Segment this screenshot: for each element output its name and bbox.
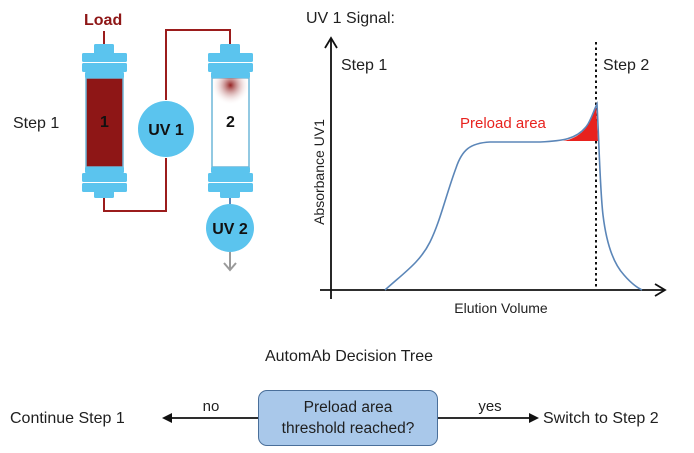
uv1-detector: UV 1 [138, 101, 194, 157]
column-2-top-fitting [208, 44, 253, 78]
column-1: 1 [82, 44, 127, 198]
x-axis-arrow-icon [654, 283, 667, 297]
yes-label: yes [478, 398, 501, 415]
decision-box: Preload area threshold reached? [258, 390, 438, 446]
decision-question-line-2: threshold reached? [281, 420, 415, 437]
chart-step-2-label: Step 2 [603, 57, 649, 74]
outlet-arrow-icon [223, 252, 237, 272]
column-2: 2 [208, 44, 253, 198]
decision-tree: AutomAb Decision Tree no Continue Step 1… [10, 348, 659, 427]
yes-arrowhead-icon [529, 413, 539, 423]
y-axis-arrow-icon [324, 36, 338, 49]
decision-question-line-1: Preload area [303, 399, 393, 416]
load-label: Load [84, 12, 122, 29]
tubing-col1-to-uv1 [103, 158, 167, 212]
y-axis-title: Absorbance UV1 [311, 119, 327, 225]
chart-title: UV 1 Signal: [306, 10, 395, 27]
column-setup: Load 1 [13, 12, 254, 272]
signal-chart: UV 1 Signal: Step 1 Step 2 Preload area … [306, 10, 667, 316]
uv1-label: UV 1 [148, 122, 184, 139]
no-label: no [203, 398, 220, 415]
step-1-label: Step 1 [13, 115, 59, 132]
tubing-uv1-to-col2 [165, 29, 231, 100]
column-1-label: 1 [100, 114, 109, 131]
column-2-label: 2 [226, 114, 235, 131]
column-2-bottom-fitting [208, 167, 253, 198]
uv2-detector: UV 2 [206, 204, 254, 252]
no-arrowhead-icon [162, 413, 172, 423]
chart-step-1-label: Step 1 [341, 57, 387, 74]
signal-curve [384, 100, 643, 291]
no-outcome: Continue Step 1 [10, 410, 125, 427]
uv2-label: UV 2 [212, 221, 248, 238]
column-1-bottom-fitting [82, 167, 127, 198]
column-1-top-fitting [82, 44, 127, 78]
x-axis-title: Elution Volume [454, 300, 548, 316]
preload-area [563, 104, 598, 141]
yes-outcome: Switch to Step 2 [543, 410, 659, 427]
decision-tree-title: AutomAb Decision Tree [265, 348, 433, 365]
preload-area-label: Preload area [460, 115, 547, 132]
